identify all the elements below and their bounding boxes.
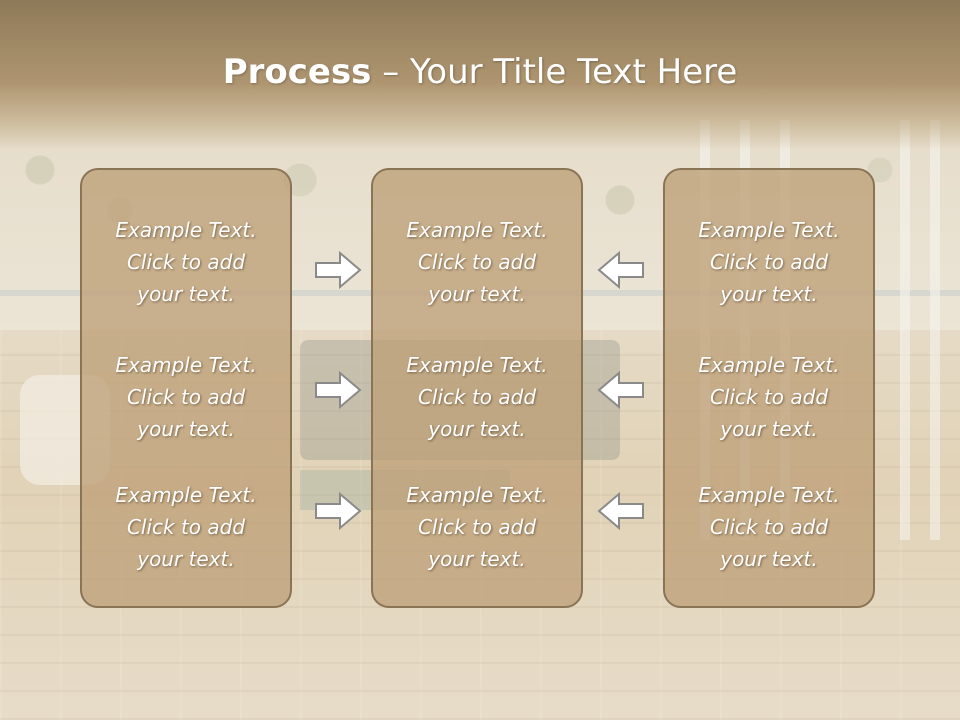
text-line: your text. xyxy=(720,547,818,571)
text-line: Click to add xyxy=(417,515,537,539)
text-line: Example Text. xyxy=(698,483,840,507)
text-line: Click to add xyxy=(126,385,246,409)
title-band xyxy=(0,0,960,150)
text-placeholder[interactable]: Example Text. Click to add your text. xyxy=(665,349,873,445)
text-placeholder[interactable]: Example Text. Click to add your text. xyxy=(665,214,873,310)
text-line: Example Text. xyxy=(698,218,840,242)
text-line: Example Text. xyxy=(115,218,257,242)
process-box-right[interactable]: Example Text. Click to add your text. Ex… xyxy=(663,168,875,608)
text-placeholder[interactable]: Example Text. Click to add your text. xyxy=(373,214,581,310)
text-placeholder[interactable]: Example Text. Click to add your text. xyxy=(82,479,290,575)
text-line: Example Text. xyxy=(698,353,840,377)
text-placeholder[interactable]: Example Text. Click to add your text. xyxy=(82,214,290,310)
text-line: Example Text. xyxy=(406,483,548,507)
title-bold: Process xyxy=(222,52,372,92)
arrow-right-icon[interactable] xyxy=(314,250,362,290)
text-line: your text. xyxy=(428,547,526,571)
text-line: Click to add xyxy=(126,250,246,274)
arrow-right-icon[interactable] xyxy=(314,370,362,410)
text-line: Click to add xyxy=(709,385,829,409)
process-box-left[interactable]: Example Text. Click to add your text. Ex… xyxy=(80,168,292,608)
arrow-left-icon[interactable] xyxy=(597,250,645,290)
text-placeholder[interactable]: Example Text. Click to add your text. xyxy=(82,349,290,445)
arrow-right-icon[interactable] xyxy=(314,491,362,531)
text-line: Example Text. xyxy=(406,218,548,242)
text-line: your text. xyxy=(137,282,235,306)
text-placeholder[interactable]: Example Text. Click to add your text. xyxy=(373,349,581,445)
text-placeholder[interactable]: Example Text. Click to add your text. xyxy=(665,479,873,575)
text-line: Click to add xyxy=(709,250,829,274)
text-line: Click to add xyxy=(417,250,537,274)
text-line: your text. xyxy=(428,417,526,441)
text-line: Click to add xyxy=(709,515,829,539)
text-line: your text. xyxy=(720,417,818,441)
text-line: Click to add xyxy=(126,515,246,539)
text-line: your text. xyxy=(720,282,818,306)
text-line: your text. xyxy=(137,417,235,441)
arrow-left-icon[interactable] xyxy=(597,491,645,531)
text-line: your text. xyxy=(428,282,526,306)
arrow-left-icon[interactable] xyxy=(597,370,645,410)
slide-title[interactable]: Process – Your Title Text Here xyxy=(0,52,960,92)
background-blind-stripe xyxy=(930,120,940,540)
text-line: Example Text. xyxy=(115,483,257,507)
text-placeholder[interactable]: Example Text. Click to add your text. xyxy=(373,479,581,575)
text-line: Click to add xyxy=(417,385,537,409)
text-line: your text. xyxy=(137,547,235,571)
background-blind-stripe xyxy=(900,120,910,540)
title-rest: – Your Title Text Here xyxy=(371,52,738,92)
text-line: Example Text. xyxy=(406,353,548,377)
process-box-center[interactable]: Example Text. Click to add your text. Ex… xyxy=(371,168,583,608)
text-line: Example Text. xyxy=(115,353,257,377)
